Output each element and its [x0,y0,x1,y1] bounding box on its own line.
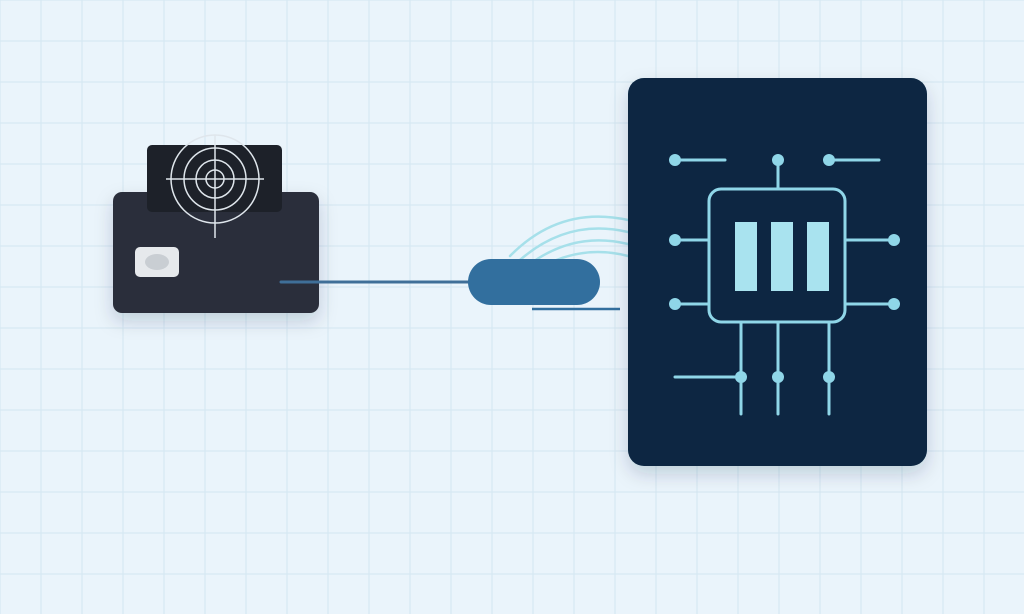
node-left-upper [669,234,681,246]
sensor-capsule [468,259,620,311]
processor-bars [735,222,829,291]
processor-chip-icon [707,187,847,324]
card-reader [113,134,319,313]
node-top-left [669,154,681,166]
capsule-body [468,259,600,305]
node-bottom-left [735,371,747,383]
node-left-lower [669,298,681,310]
card-chip-contact [145,254,169,270]
processor-bar-1 [735,222,757,291]
processor-panel [628,78,927,466]
crosshair-target-icon [166,134,264,238]
signal-wave-2 [518,227,630,262]
node-right-upper [888,234,900,246]
signal-wave-3 [528,239,630,266]
signal-wave-1 [508,215,630,258]
processor-bar-2 [771,222,793,291]
node-bottom-center [772,371,784,383]
processor-bar-3 [807,222,829,291]
processor-frame [707,187,847,324]
node-top-right [823,154,835,166]
payment-card-icon [113,192,319,313]
node-top-center [772,154,784,166]
circuit-nodes [669,154,900,383]
circuit-traces [673,158,896,416]
node-right-lower [888,298,900,310]
card-chip [135,247,179,277]
node-bottom-right [823,371,835,383]
